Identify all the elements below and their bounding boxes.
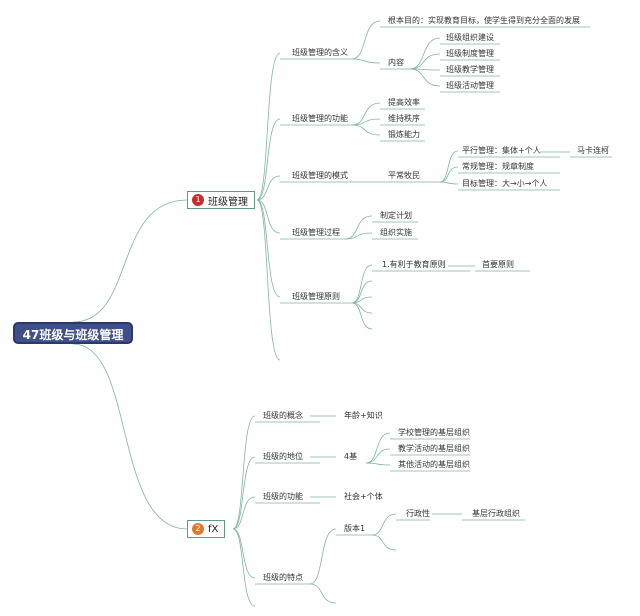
topic-label: 班级管理: [208, 196, 248, 208]
connector: [409, 37, 441, 70]
connector: [351, 302, 373, 314]
connector: [351, 280, 373, 304]
node-process-item[interactable]: 制定计划: [380, 211, 412, 220]
root-connector: [72, 199, 188, 323]
node-concept[interactable]: 班级的概念: [263, 411, 303, 420]
topic-label: fX: [208, 523, 219, 535]
node-feature[interactable]: 班级的特点: [263, 573, 303, 582]
connector: [371, 513, 397, 536]
connector: [309, 528, 337, 585]
connector: [365, 448, 391, 464]
node-content-item[interactable]: 班级制度管理: [446, 49, 494, 58]
connector: [256, 118, 281, 201]
node-position-item[interactable]: 教学活动的基层组织: [398, 444, 470, 453]
connector: [256, 52, 281, 201]
connector: [344, 215, 373, 240]
connector: [351, 124, 381, 136]
connector: [256, 175, 281, 201]
connector: [351, 302, 373, 330]
node-meaning[interactable]: 班级管理的含义: [292, 48, 348, 57]
node-feature-item[interactable]: 行政性: [406, 509, 430, 518]
node-mode-item[interactable]: 常规管理：规章制度: [462, 162, 534, 171]
connector: [351, 296, 373, 304]
node-content-item[interactable]: 班级活动管理: [446, 81, 494, 90]
connector: [351, 20, 381, 60]
node-content-item[interactable]: 班级教学管理: [446, 65, 494, 74]
connector: [232, 496, 256, 530]
connector: [409, 53, 441, 70]
connector: [232, 528, 256, 579]
node-position-item[interactable]: 学校管理的基层组织: [398, 428, 470, 437]
node-function-item[interactable]: 维持秩序: [388, 114, 420, 123]
topic-class[interactable]: 2 fX: [187, 520, 226, 538]
number-badge: 2: [192, 523, 204, 535]
connector: [351, 102, 381, 126]
connector: [365, 462, 391, 466]
node-function[interactable]: 班级管理的功能: [292, 114, 348, 123]
connector: [371, 534, 397, 551]
node-feature-sub[interactable]: 版本1: [344, 524, 366, 533]
node-mode-sub[interactable]: 平常牧民: [388, 171, 420, 180]
node-position[interactable]: 班级的地位: [263, 452, 303, 461]
root-topic[interactable]: 47班级与班级管理: [13, 322, 133, 344]
connector: [439, 150, 459, 183]
node-concept-value[interactable]: 年龄+知识: [344, 411, 383, 420]
node-function-item[interactable]: 锻炼能力: [388, 130, 420, 139]
connector: [232, 415, 256, 530]
node-goal[interactable]: 根本目的：实现教育目标，使学生得到充分全面的发展: [388, 16, 580, 25]
connector: [256, 199, 281, 234]
node-mode-item[interactable]: 平行管理：集体+个人: [462, 146, 541, 155]
connector: [256, 199, 281, 361]
number-badge: 1: [192, 194, 204, 206]
node-b-function[interactable]: 班级的功能: [263, 492, 303, 501]
connector: [439, 181, 459, 185]
connector: [232, 528, 256, 607]
node-position-item[interactable]: 其他活动的基层组织: [398, 460, 470, 469]
node-mode-item[interactable]: 目标管理：大→小→个人: [462, 179, 548, 188]
connector: [344, 232, 373, 240]
connector: [309, 583, 337, 604]
connector: [351, 264, 373, 304]
connector: [232, 456, 256, 530]
connector: [256, 199, 281, 298]
node-principle-note[interactable]: 首要原则: [482, 260, 514, 269]
node-mode-extra[interactable]: 马卡连柯: [577, 146, 609, 155]
connector: [365, 432, 391, 464]
node-content[interactable]: 内容: [388, 58, 404, 67]
node-principle-item[interactable]: 1.有利于教育原则: [382, 260, 446, 269]
node-content-item[interactable]: 班级组织建设: [446, 33, 494, 42]
node-function-item[interactable]: 提高效率: [388, 98, 420, 107]
node-position-sub[interactable]: 4基: [344, 452, 358, 461]
node-process[interactable]: 班级管理过程: [292, 228, 340, 237]
node-principle[interactable]: 班级管理原则: [292, 292, 340, 301]
topic-class-management[interactable]: 1 班级管理: [187, 191, 255, 209]
node-mode[interactable]: 班级管理的模式: [292, 171, 348, 180]
connector: [439, 166, 459, 183]
connector: [409, 68, 441, 87]
root-connector: [72, 343, 188, 530]
node-feature-note[interactable]: 基层行政组织: [472, 509, 520, 518]
node-b-function-value[interactable]: 社会+个体: [344, 492, 383, 501]
node-process-item[interactable]: 组织实施: [380, 228, 412, 237]
connector: [351, 58, 381, 64]
